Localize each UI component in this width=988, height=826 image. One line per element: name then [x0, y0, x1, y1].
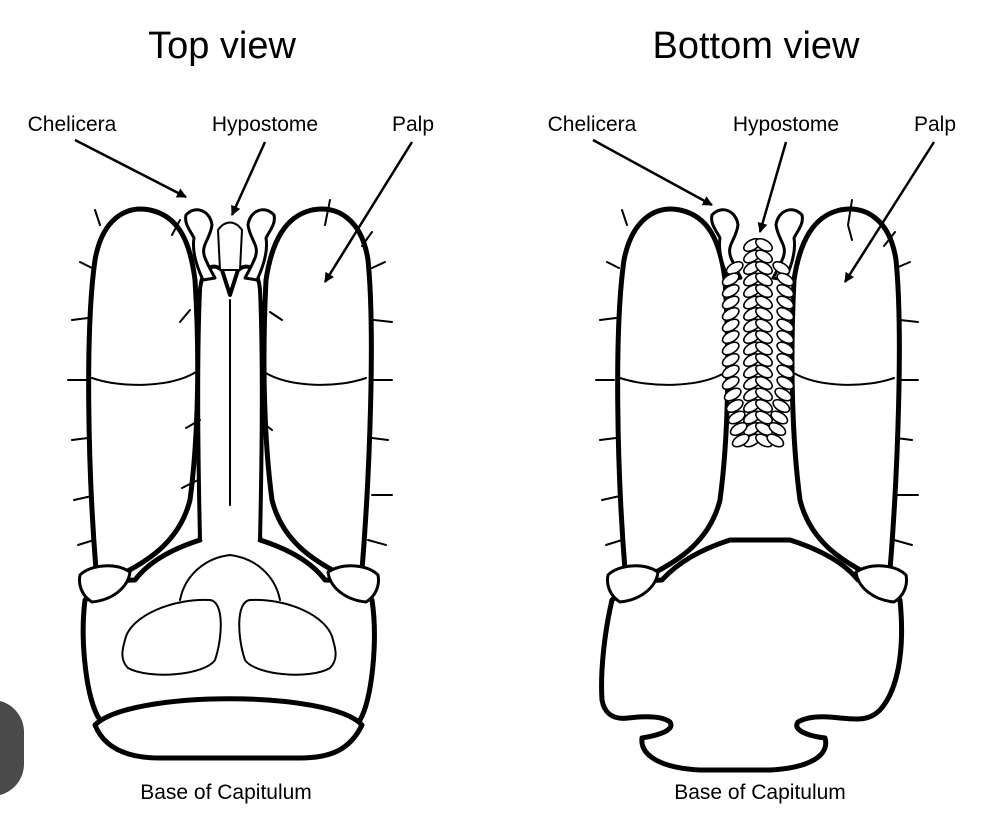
- bottom-right-palp: [792, 209, 899, 578]
- top-base-label: Base of Capitulum: [140, 780, 312, 806]
- top-chelicera-label: Chelicera: [28, 112, 117, 138]
- bottom-hypostome: [720, 236, 795, 449]
- top-hypostome-label: Hypostome: [212, 112, 318, 138]
- top-palp-label: Palp: [392, 112, 434, 138]
- top-right-palp: [264, 209, 371, 578]
- top-view-title: Top view: [148, 22, 296, 70]
- top-left-palp: [89, 209, 198, 578]
- bottom-palp-label: Palp: [914, 112, 956, 138]
- bottom-view-title: Bottom view: [653, 22, 860, 70]
- bottom-base-label: Base of Capitulum: [674, 780, 846, 806]
- bottom-left-palp: [618, 209, 728, 578]
- top-view-drawing: [68, 200, 392, 758]
- bottom-chelicera-label: Chelicera: [548, 112, 637, 138]
- bottom-hypostome-label: Hypostome: [733, 112, 839, 138]
